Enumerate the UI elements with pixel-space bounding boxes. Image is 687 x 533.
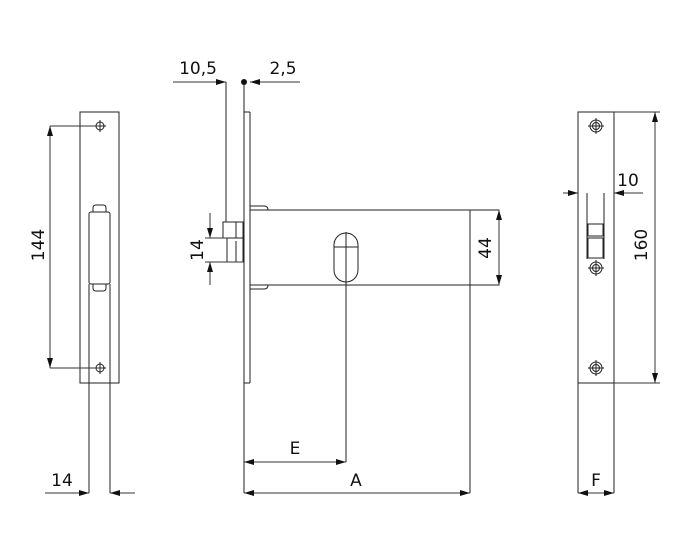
faceplate — [79, 111, 120, 384]
dimension-label-14-width: 14 — [51, 471, 73, 491]
dimension-label-f: F — [591, 471, 601, 491]
bolt-slot — [88, 211, 111, 285]
dimension-label-44: 44 — [476, 237, 496, 259]
keyhole-icon — [333, 232, 359, 462]
front-view: 10 160 F — [563, 111, 660, 496]
screw-hole-icon — [588, 118, 604, 134]
reference-point — [241, 79, 247, 85]
screw-hole-icon — [588, 360, 604, 376]
left-view: 144 14 — [29, 111, 135, 496]
dimension-label-2-5: 2,5 — [269, 59, 296, 79]
dimension-label-144: 144 — [29, 229, 49, 261]
dimension-label-14-bolt: 14 — [188, 239, 208, 261]
screw-hole-icon — [588, 260, 604, 276]
dimension-label-e: E — [290, 439, 301, 459]
dimension-label-10: 10 — [617, 171, 639, 191]
dimension-label-a: A — [350, 471, 362, 491]
latch-bolt — [222, 221, 244, 239]
dimension-label-10-5: 10,5 — [179, 59, 217, 79]
lock-body — [249, 209, 500, 286]
side-view: 10,5 2,5 14 44 E A — [173, 59, 502, 496]
strike-plate — [577, 111, 615, 384]
dimension-label-160: 160 — [632, 229, 652, 261]
